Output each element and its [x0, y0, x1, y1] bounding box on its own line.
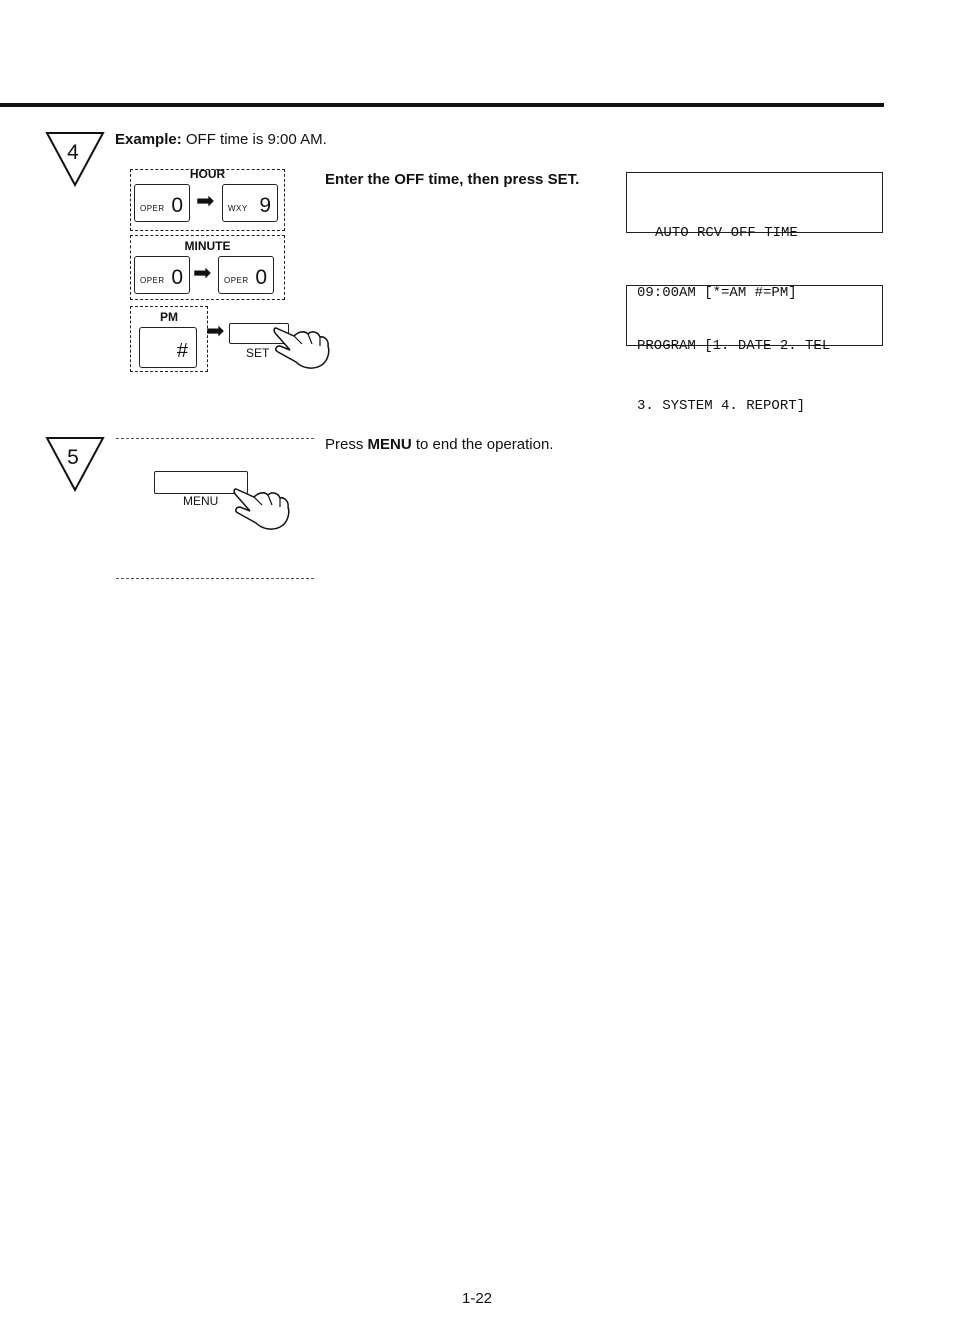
- lcd-line-1: PROGRAM [1. DATE 2. TEL: [637, 336, 882, 356]
- key-digit: 0: [255, 266, 267, 290]
- step-4-triangle-icon: 4: [45, 131, 105, 187]
- key-oper-0-hour[interactable]: OPER 0: [134, 184, 190, 222]
- minute-label: MINUTE: [131, 239, 284, 253]
- set-label: SET: [246, 346, 269, 360]
- pointing-hand-icon: [272, 322, 334, 372]
- pm-label: PM: [131, 310, 207, 324]
- instruction-bold-set: SET: [548, 171, 576, 188]
- key-oper-0-minute-2[interactable]: OPER 0: [218, 256, 274, 294]
- pointing-hand-icon: [232, 482, 294, 534]
- key-oper-label: OPER: [140, 204, 165, 213]
- instruction-text: Enter the: [325, 171, 394, 188]
- instruction-bold-off: OFF: [394, 171, 424, 188]
- instruction-text: Press: [325, 436, 368, 453]
- instruction-bold-menu: MENU: [368, 436, 412, 453]
- lcd-display-off-time: AUTO RCV OFF TIME 09:00AM [*=AM #=PM]: [626, 172, 883, 233]
- lcd-display-program-menu: PROGRAM [1. DATE 2. TEL 3. SYSTEM 4. REP…: [626, 285, 883, 346]
- header-rule: [0, 103, 884, 107]
- step-5-number: 5: [67, 446, 79, 469]
- step-4-number: 4: [67, 141, 79, 164]
- key-digit: 0: [171, 266, 183, 290]
- step-5-triangle-icon: 5: [45, 436, 105, 492]
- arrow-right-icon: ➡: [206, 320, 224, 342]
- instruction-text: time, then press: [424, 171, 547, 188]
- arrow-right-icon: ➡: [196, 190, 214, 212]
- key-hash[interactable]: #: [139, 327, 197, 368]
- key-oper-label: OPER: [140, 276, 165, 285]
- page-number: 1-22: [0, 1290, 954, 1307]
- key-oper-label: OPER: [224, 276, 249, 285]
- key-wxy-label: WXY: [228, 204, 248, 213]
- arrow-right-icon: ➡: [193, 262, 211, 284]
- example-text: OFF time is 9:00 AM.: [186, 131, 327, 148]
- hour-label: HOUR: [131, 167, 284, 181]
- step-5-instruction: Press MENU to end the operation.: [325, 436, 553, 453]
- key-digit: 9: [259, 194, 271, 218]
- lcd-line-2: 3. SYSTEM 4. REPORT]: [637, 396, 882, 416]
- lcd-line-1: AUTO RCV OFF TIME: [655, 223, 882, 243]
- key-digit: 0: [171, 194, 183, 218]
- menu-label: MENU: [183, 494, 218, 508]
- key-hash-label: #: [177, 340, 188, 363]
- key-wxy-9[interactable]: WXY 9: [222, 184, 278, 222]
- example-label: Example:: [115, 131, 182, 148]
- instruction-text: .: [575, 171, 579, 188]
- instruction-text: to end the operation.: [412, 436, 554, 453]
- dashed-divider: [116, 438, 314, 439]
- step-4-instruction: Enter the OFF time, then press SET.: [325, 171, 579, 188]
- example-line: Example: OFF time is 9:00 AM.: [115, 131, 327, 148]
- dashed-divider: [116, 578, 314, 579]
- key-oper-0-minute-1[interactable]: OPER 0: [134, 256, 190, 294]
